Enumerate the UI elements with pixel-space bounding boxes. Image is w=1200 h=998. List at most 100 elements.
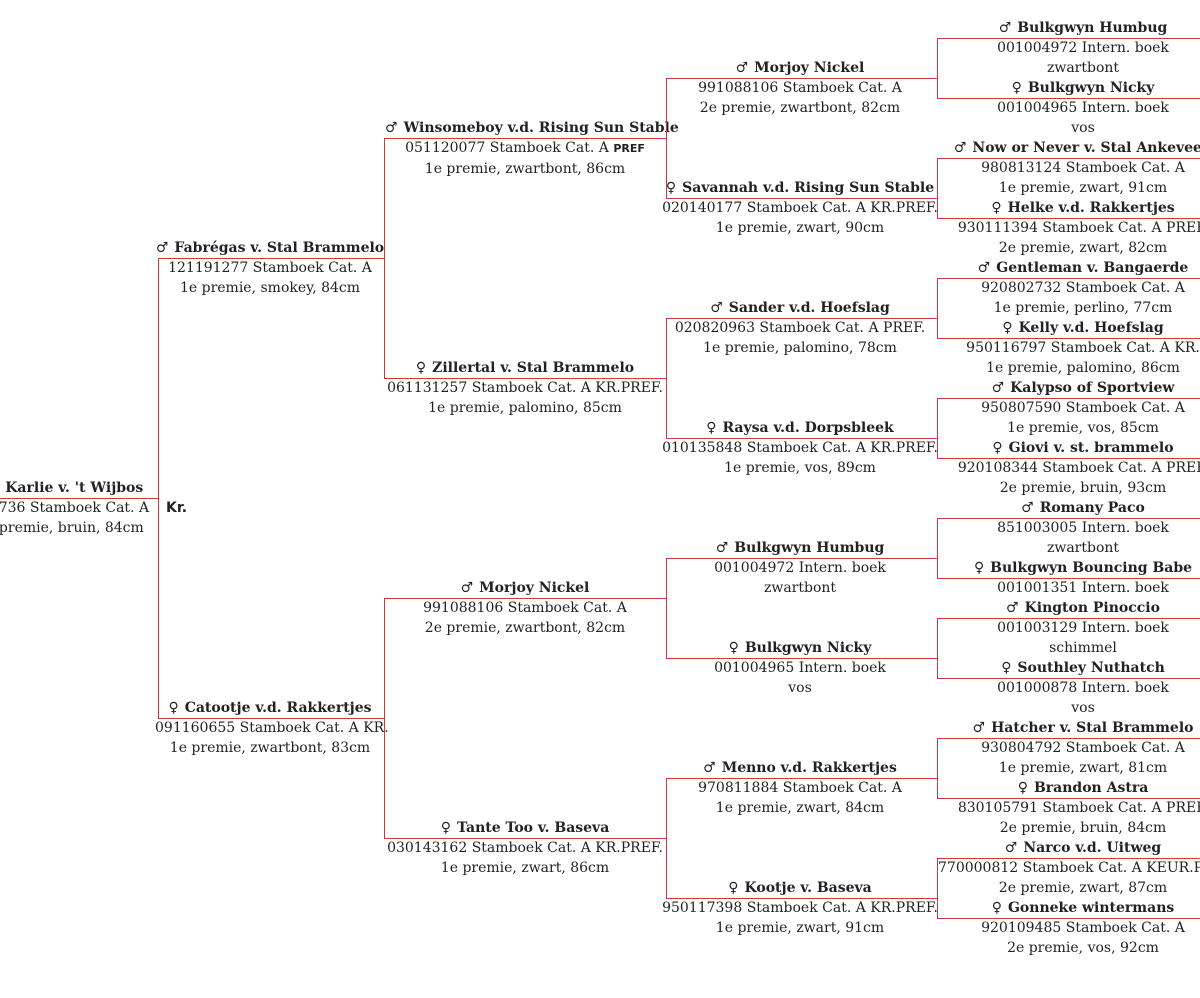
horse-name: ♀Raysa v.d. Dorpsbleek	[660, 418, 940, 438]
horse-name-text: Morjoy Nickel	[479, 580, 590, 596]
horse-name-text: Kelly v.d. Hoefslag	[1018, 320, 1164, 336]
horse-name: ♂Romany Paco	[938, 498, 1200, 518]
connector-line	[937, 578, 1200, 579]
female-symbol-icon: ♀	[415, 360, 427, 376]
connector-line	[937, 798, 1200, 799]
horse-name-text: Gentleman v. Bangaerde	[996, 260, 1189, 276]
horse-name: ♀Tante Too v. Baseva	[385, 818, 665, 838]
connector-line	[937, 518, 938, 578]
female-symbol-icon: ♀	[1002, 320, 1013, 336]
horse-name-text: Helke v.d. Rakkertjes	[1007, 200, 1175, 216]
horse-name-text: Brandon Astra	[1033, 780, 1149, 796]
detail-line: 1e premie, zwartbont, 86cm	[424, 161, 626, 177]
horse-name: ♀Zillertal v. Stal Brammelo	[385, 358, 665, 378]
female-symbol-icon: ♀	[991, 200, 1002, 216]
connector-line	[158, 258, 384, 259]
male-symbol-icon: ♂	[977, 260, 991, 276]
male-symbol-icon: ♂	[155, 240, 169, 256]
connector-line	[937, 338, 1200, 339]
registration-line: 001004965 Intern. boek	[997, 100, 1169, 116]
registration-line: 991088106 Stamboek Cat. A	[423, 600, 627, 616]
horse-name: ♀Southley Nuthatch	[938, 658, 1200, 678]
female-symbol-icon: ♀	[665, 180, 677, 196]
male-symbol-icon: ♂	[703, 760, 716, 776]
detail-line: 1e premie, palomino, 78cm	[703, 340, 897, 356]
male-symbol-icon: ♂	[460, 580, 474, 596]
male-symbol-icon: ♂	[998, 20, 1012, 36]
registration-line: 991088106 Stamboek Cat. A	[698, 80, 902, 96]
horse-name: ♂ Gentleman v. Bangaerde	[938, 258, 1200, 278]
connector-line	[666, 318, 937, 319]
connector-line	[937, 518, 1200, 519]
horse-name: ♂Winsomeboy v.d. Rising Sun Stable	[385, 118, 679, 138]
detail-line: zwartbont	[1046, 540, 1120, 556]
connector-line	[937, 98, 1200, 99]
registration-line: 001004965 Intern. boek	[714, 660, 886, 676]
horse-name: ♀Bulkgwyn Nicky	[938, 78, 1200, 98]
horse-name: ♂Menno v.d. Rakkertjes	[660, 758, 940, 778]
horse-name: ♂Karlie v. 't Wijbos	[0, 478, 165, 498]
detail-line: 1e premie, palomino, 85cm	[428, 400, 622, 416]
registration-line: 001003129 Intern. boek	[997, 620, 1169, 636]
registration-line: 980813124 Stamboek Cat. A	[981, 160, 1185, 176]
male-symbol-icon: ♂	[991, 380, 1005, 396]
kr-note: Kr.	[166, 500, 188, 516]
connector-line	[0, 498, 158, 499]
connector-line	[937, 38, 1200, 39]
detail-line: zwartbont	[763, 580, 837, 596]
horse-name-text: Bulkgwyn Humbug	[734, 540, 885, 556]
horse-name: ♀Giovi v. st. brammelo	[938, 438, 1200, 458]
horse-name: ♂Narco v.d. Uitweg	[938, 838, 1200, 858]
connector-line	[937, 398, 1200, 399]
horse-name-text: Sander v.d. Hoefslag	[728, 300, 890, 316]
female-symbol-icon: ♀	[1017, 780, 1028, 796]
horse-name-text: Now or Never v. Stal Ankeveen	[972, 140, 1200, 156]
connector-line	[666, 78, 937, 79]
registration-line: 920109485 Stamboek Cat. A	[981, 920, 1185, 936]
registration-line: 001001351 Intern. boek	[997, 580, 1169, 596]
pedigree-node[interactable]: ♂Winsomeboy v.d. Rising Sun Stable 051120…	[385, 118, 679, 179]
detail-line: 1e premie, zwart, 91cm	[998, 180, 1168, 196]
horse-name: ♂Bulkgwyn Humbug	[938, 18, 1200, 38]
registration-line: 830105791 Stamboek Cat. A PREF.	[957, 800, 1200, 816]
horse-name-text: Gonneke wintermans	[1007, 900, 1175, 916]
detail-line: vos	[1071, 700, 1095, 716]
registration-line: 051120077 Stamboek Cat. A PREF	[405, 140, 645, 156]
pedigree-node[interactable]: ♂Karlie v. 't Wijbos18736 Stamboek Cat. …	[0, 478, 165, 538]
pedigree-node[interactable]: ♀ Brandon Astra 830105791 Stamboek Cat. A …	[938, 778, 1200, 838]
connector-line	[666, 318, 667, 438]
detail-line: 1e premie, zwart, 81cm	[998, 760, 1168, 776]
connector-line	[937, 618, 938, 678]
detail-line: 1e premie, zwartbont, 83cm	[169, 740, 371, 756]
registration-line: 950117398 Stamboek Cat. A KR.PREF.	[662, 900, 938, 916]
